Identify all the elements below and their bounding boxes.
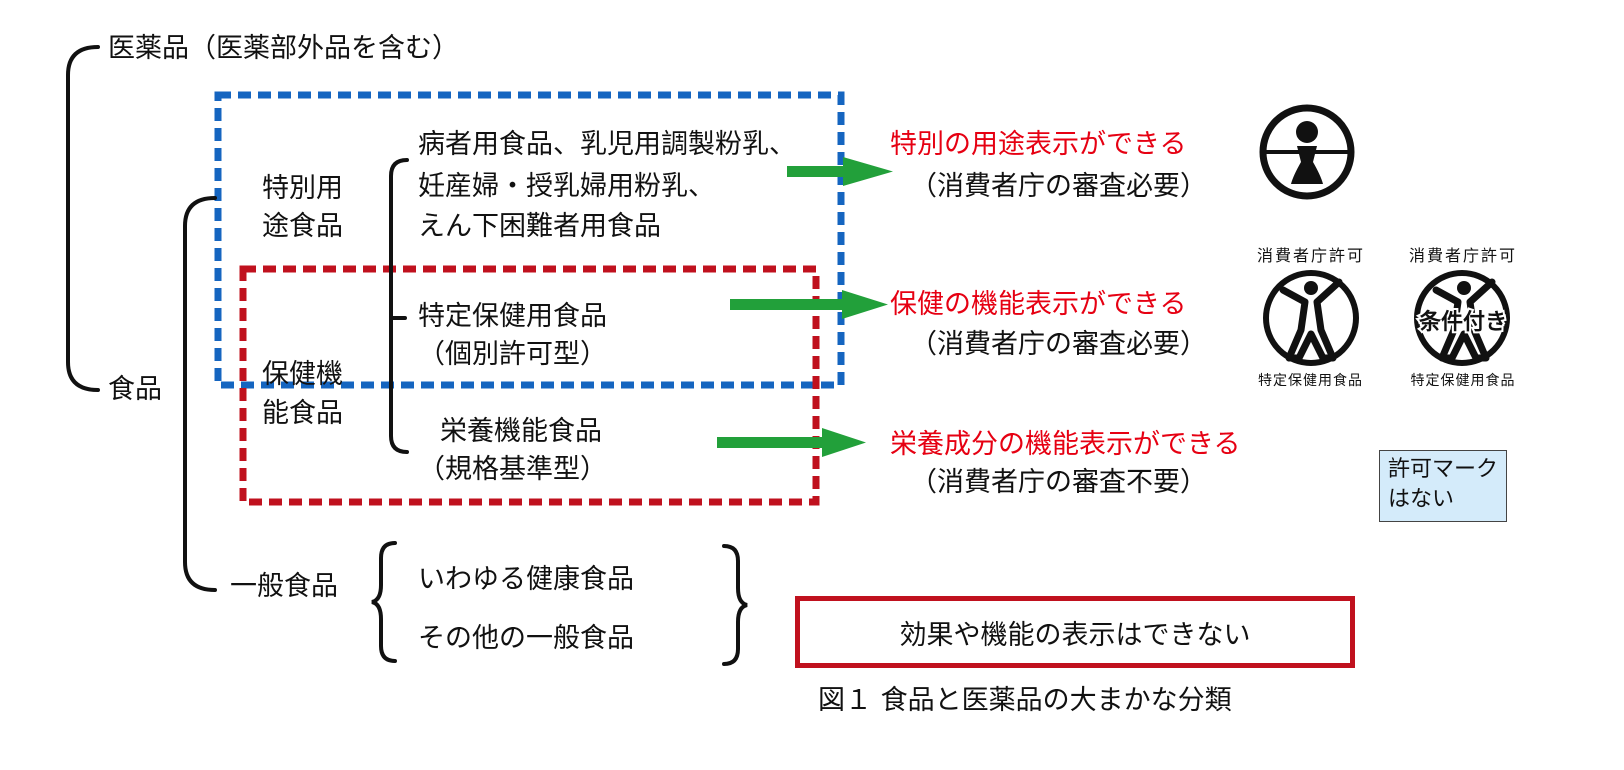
no-mark-note-line2: はない (1388, 487, 1455, 512)
conditional-mark-center-text: 条件付き (1417, 308, 1509, 337)
fnfc-label: 栄養機能食品 (440, 416, 602, 447)
pharma-label: 医薬品（医薬部外品を含む） (108, 33, 459, 64)
special-use-item: 病者用食品、乳児用調製粉乳、 (418, 129, 796, 160)
health-frame (239, 265, 820, 506)
arrow-special-use (787, 157, 893, 186)
fnfc-review: （消費者庁の審査不要） (910, 467, 1207, 498)
fosu-mark-bottom-text: 特定保健用食品 (1258, 373, 1363, 389)
general-item: その他の一般食品 (418, 623, 634, 654)
general-close-brace (722, 544, 748, 666)
special-use-review: （消費者庁の審査必要） (910, 171, 1207, 202)
general-open-brace (371, 541, 397, 663)
conditional-mark-bottom-text: 特定保健用食品 (1410, 373, 1516, 389)
conditional-mark-top-text: 消費者庁許可 (1408, 246, 1517, 265)
special-use-claim: 特別の用途表示ができる (890, 129, 1187, 160)
fosu-type: （個別許可型） (418, 339, 607, 370)
items-brace (389, 158, 409, 454)
fnfc-type: （規格基準型） (418, 454, 607, 485)
no-claim-box: 効果や機能の表示はできない (795, 596, 1355, 668)
fosu-claim: 保健の機能表示ができる (890, 289, 1187, 320)
no-claim-text: 効果や機能の表示はできない (899, 619, 1251, 651)
special-use-label-line1: 特別用 (262, 173, 343, 204)
fosu-mark-top-text: 消費者庁許可 (1256, 246, 1365, 265)
special-use-frame (214, 91, 845, 389)
fnfc-claim: 栄養成分の機能表示ができる (890, 429, 1241, 460)
fosu-mark-graphic (1263, 270, 1359, 366)
no-mark-note: 許可マーク はない (1379, 450, 1507, 522)
food-brace (183, 196, 217, 592)
fosu-review: （消費者庁の審査必要） (910, 329, 1207, 360)
general-item: いわゆる健康食品 (418, 564, 634, 595)
special-use-label-line2: 途食品 (262, 211, 343, 242)
health-label-line2: 能食品 (262, 398, 343, 429)
special-use-item: えん下困難者用食品 (418, 211, 661, 242)
conditional-mark-graphic (1414, 270, 1510, 366)
fosu-approval-mark-icon: 消費者庁許可 特定保健用食品 (1243, 238, 1378, 393)
conditional-fosu-mark-icon: 消費者庁許可 条件付き 特定保健用食品 (1394, 238, 1532, 393)
special-use-item: 妊産婦・授乳婦用粉乳、 (418, 171, 715, 202)
food-label: 食品 (108, 374, 162, 405)
figure-caption: 図１ 食品と医薬品の大まかな分類 (818, 685, 1232, 716)
health-label-line1: 保健機 (262, 359, 343, 390)
top-brace (66, 45, 100, 392)
arrow-fosu (730, 290, 888, 319)
no-mark-note-line1: 許可マーク (1388, 457, 1499, 482)
fosu-label: 特定保健用食品 (418, 301, 607, 332)
general-food-label: 一般食品 (230, 571, 338, 602)
special-use-mark-icon (1259, 104, 1355, 200)
arrow-fnfc (717, 428, 866, 457)
